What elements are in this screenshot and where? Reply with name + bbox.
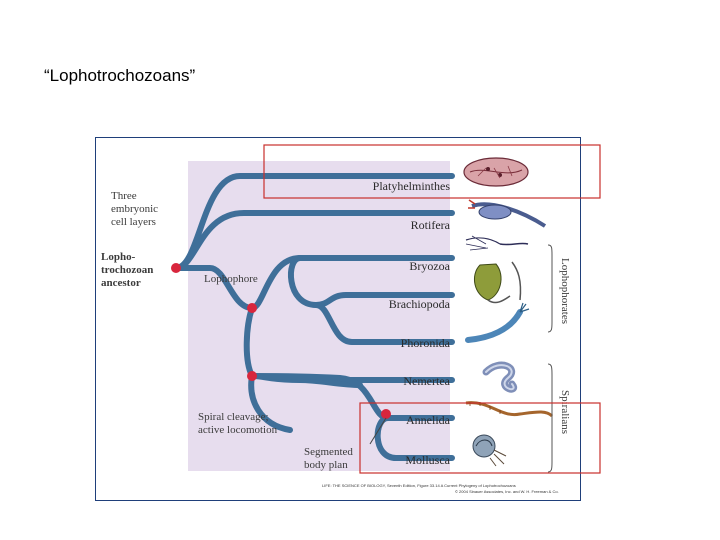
- taxon-nemertea: Nemertea: [403, 374, 450, 388]
- tree-branches: [173, 173, 455, 461]
- rotifer-icon: [468, 199, 547, 228]
- taxon-bryozoa: Bryozoa: [409, 259, 450, 273]
- taxon-mollusca: Mollusca: [405, 453, 450, 467]
- bryozoan-icon: [465, 235, 529, 251]
- note-segmented: Segmented body plan: [304, 446, 356, 471]
- taxon-platyhelminthes: Platyhelminthes: [373, 179, 451, 193]
- nemertean-icon: [482, 361, 518, 393]
- tree-nodes: [171, 263, 391, 419]
- brachiopod-icon: [473, 261, 522, 304]
- annelid-icon: [465, 401, 554, 418]
- figure-credit-line1: LIFE: THE SCIENCE OF BIOLOGY, Seventh Ed…: [322, 483, 516, 488]
- taxon-rotifera: Rotifera: [411, 218, 451, 232]
- highlight-platyhelminthes: [263, 144, 601, 199]
- segmented-node: [381, 409, 391, 419]
- root-node: [171, 263, 181, 273]
- group-spiralians: Spiralians: [559, 390, 571, 434]
- group-brackets: [547, 244, 553, 473]
- slide-title: “Lophotrochozoans”: [44, 66, 196, 85]
- taxon-brachiopoda: Brachiopoda: [389, 297, 451, 311]
- spiral-node: [247, 371, 257, 381]
- taxon-phoronida: Phoronida: [401, 336, 451, 350]
- mollusc-icon: [472, 434, 507, 467]
- taxon-annelida: Annelida: [406, 413, 451, 427]
- note-three-cell-layers: Three embryonic cell layers: [111, 190, 161, 228]
- note-spiral-cleavage: Spiral cleavage; active locomotion: [198, 411, 278, 436]
- phoronid-icon: [465, 302, 530, 343]
- highlight-annelida-mollusca: [359, 402, 601, 474]
- lophophore-node: [247, 303, 257, 313]
- segmented-pointer: [369, 417, 387, 445]
- flatworm-icon: [463, 157, 529, 187]
- note-lophophore: Lophophore: [204, 273, 258, 285]
- figure-credit-line2: © 2004 Sinauer Associates, Inc. and W. H…: [455, 489, 559, 494]
- root-label: Lopho- trochozoan ancestor: [101, 251, 156, 289]
- group-lophophorates: Lophophorates: [559, 258, 571, 324]
